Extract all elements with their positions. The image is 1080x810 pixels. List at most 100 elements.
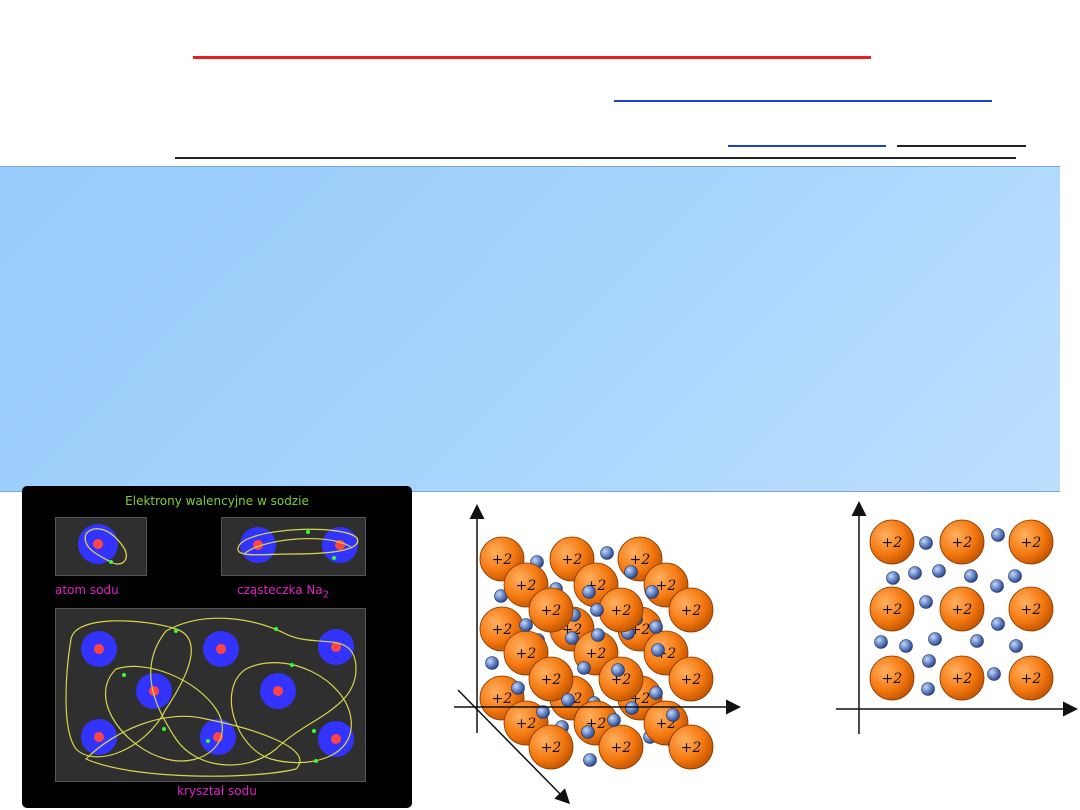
- ion-charge-label: +2: [541, 740, 562, 756]
- crystal-diagram: [65, 617, 357, 777]
- metal-ion: [668, 656, 714, 702]
- metal-ion: [668, 724, 714, 770]
- free-electron: [600, 546, 614, 560]
- free-electron: [582, 585, 596, 599]
- metal-lattice-3d: +2+2+2+2+2+2+2+2+2+2+2+2+2+2+2+2+2+2+2+2…: [454, 504, 741, 805]
- free-electron: [922, 654, 936, 668]
- metal-ion: [528, 656, 574, 702]
- free-electron: [874, 635, 888, 649]
- free-electron: [577, 661, 591, 675]
- ion-charge-label: +2: [1021, 602, 1042, 618]
- free-electron: [581, 725, 595, 739]
- molecule-box: [221, 517, 366, 576]
- atom-label: atom sodu: [55, 583, 119, 597]
- free-electron: [649, 620, 663, 634]
- ion-charge-label: +2: [516, 716, 537, 732]
- free-electron: [625, 701, 639, 715]
- ion-charge-label: +2: [586, 646, 607, 662]
- ion-charge-label: +2: [541, 672, 562, 688]
- ion-charge-label: +2: [492, 622, 513, 638]
- molecule-label-text: cząsteczka Na: [237, 583, 323, 597]
- ion-charge-label: +2: [492, 552, 513, 568]
- z-axis-3d: [457, 689, 571, 805]
- ion-charge-label: +2: [952, 602, 973, 618]
- free-electron: [886, 571, 900, 585]
- free-electron: [519, 618, 533, 632]
- ion-charge-label: +2: [952, 671, 973, 687]
- free-electron: [991, 528, 1005, 542]
- free-electron: [921, 682, 935, 696]
- title-underline: [193, 56, 871, 59]
- ion-charge-label: +2: [681, 740, 702, 756]
- molecule-label: cząsteczka Na2: [237, 583, 329, 600]
- free-electron: [666, 708, 680, 722]
- ion-charge-label: +2: [541, 603, 562, 619]
- panel-title: Elektrony walencyjne w sodzie: [125, 494, 309, 508]
- free-electron: [970, 634, 984, 648]
- free-electron: [649, 686, 663, 700]
- metal-ion: [939, 655, 985, 701]
- text-underline-short: [897, 145, 1026, 147]
- metal-ion: [869, 655, 915, 701]
- free-electron: [624, 565, 638, 579]
- free-electron: [583, 753, 597, 767]
- metal-ion: [939, 519, 985, 565]
- molecule-label-subscript: 2: [322, 589, 330, 601]
- content-band: [0, 166, 1060, 492]
- free-electron: [607, 713, 621, 727]
- metal-ion: [598, 656, 644, 702]
- free-electron: [991, 617, 1005, 631]
- ion-charge-label: +2: [516, 578, 537, 594]
- metal-ion: [1008, 586, 1054, 632]
- metal-ion: [598, 724, 644, 770]
- free-electron: [591, 628, 605, 642]
- crystal-box: [55, 608, 366, 782]
- free-electron: [928, 632, 942, 646]
- molecule-diagram: [237, 527, 359, 563]
- metal-ion: [869, 519, 915, 565]
- free-electron: [645, 585, 659, 599]
- free-electron: [908, 566, 922, 580]
- crystal-label: kryształ sodu: [177, 784, 257, 798]
- atom-diagram: [78, 524, 127, 565]
- metal-ion: [528, 587, 574, 633]
- ion-charge-label: +2: [882, 602, 903, 618]
- free-electron: [561, 693, 575, 707]
- metal-ion: [528, 724, 574, 770]
- free-electron: [932, 564, 946, 578]
- link-underline-short[interactable]: [728, 145, 886, 147]
- free-electron: [899, 639, 913, 653]
- ion-charge-label: +2: [611, 740, 632, 756]
- sodium-electrons-panel: Elektrony walencyjne w sodzie atom sodu …: [22, 486, 412, 808]
- ion-charge-label: +2: [516, 646, 537, 662]
- free-electron: [1009, 639, 1023, 653]
- free-electron: [590, 603, 604, 617]
- metal-lattice-2d: +2 +2 +2 +2 +2 +2 +2 +2 +2: [836, 501, 1078, 734]
- link-underline[interactable]: [614, 100, 992, 102]
- free-electron: [919, 595, 933, 609]
- ion-charge-label: +2: [562, 552, 583, 568]
- ion-charge-label: +2: [492, 691, 513, 707]
- free-electron: [651, 643, 665, 657]
- free-electron: [919, 536, 933, 550]
- ion-charge-label: +2: [630, 552, 651, 568]
- ion-charge-label: +2: [681, 603, 702, 619]
- ion-charge-label: +2: [882, 671, 903, 687]
- ion-charge-label: +2: [1021, 671, 1042, 687]
- ion-charge-label: +2: [1021, 535, 1042, 551]
- free-electron: [511, 681, 525, 695]
- metal-ion: [939, 586, 985, 632]
- free-electron: [611, 663, 625, 677]
- metal-ion: [1008, 519, 1054, 565]
- free-electron: [964, 569, 978, 583]
- free-electron: [990, 579, 1004, 593]
- metal-ion: [869, 586, 915, 632]
- atom-box: [55, 517, 147, 576]
- ion-charge-label: +2: [882, 535, 903, 551]
- free-electron: [485, 656, 499, 670]
- ion-charge-label: +2: [952, 535, 973, 551]
- ion-charge-label: +2: [611, 603, 632, 619]
- metal-ion: [668, 587, 714, 633]
- metal-ion: [1008, 655, 1054, 701]
- free-electron: [536, 705, 550, 719]
